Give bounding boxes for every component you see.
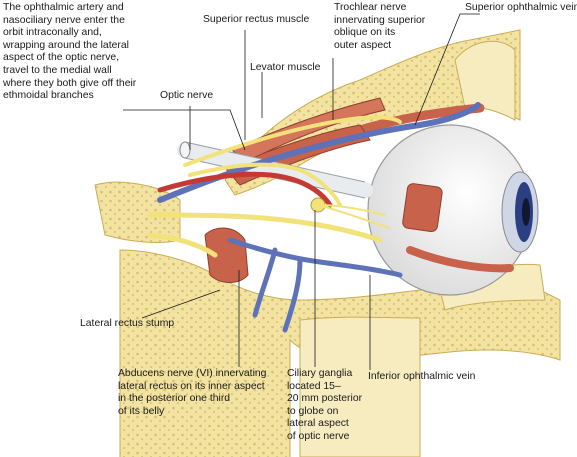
optic-nerve: [177, 142, 373, 198]
label-superior-ophthalmic-vein: Superior ophthalmic vein: [465, 2, 577, 13]
label-lateral-rectus-stump: Lateral rectus stump: [80, 318, 175, 329]
optic-nerve-cut: [179, 141, 191, 159]
levator-muscle: [231, 97, 386, 163]
lateral-rectus-insertion: [402, 183, 443, 233]
label-optic-nerve: Optic nerve: [160, 90, 214, 101]
label-trochlear-note: Trochlear nerve innervating superior obl…: [334, 2, 426, 51]
nasociliary-nerve: [188, 162, 342, 207]
label-abducens-note: Abducens nerve (VI) innervating lateral …: [118, 368, 267, 417]
label-ophthalmic-artery-note: The ophthalmic artery and nasociliary ne…: [3, 2, 137, 102]
label-inferior-ophthalmic-vein: Inferior ophthalmic vein: [368, 371, 476, 382]
maxillary-sinus: [299, 316, 421, 457]
oculomotor-branch: [147, 212, 383, 243]
inferior-oblique-muscle: [406, 246, 514, 273]
ophthalmic-artery: [157, 171, 333, 208]
label-ciliary-ganglia-note: Ciliary ganglia located 15– 20 mm poster…: [287, 368, 363, 442]
label-levator: Levator muscle: [250, 62, 321, 73]
sphenoid-bone: [94, 181, 181, 243]
short-ciliary-nerves: [317, 204, 391, 229]
trochlear-nerve: [183, 115, 402, 167]
leader-superior-ophthalmic-vein: [414, 13, 480, 126]
leader-ophthalmic-artery: [123, 109, 246, 151]
pupil: [522, 198, 530, 226]
label-superior-rectus: Superior rectus muscle: [203, 14, 310, 25]
inferior-ophthalmic-vein: [227, 237, 403, 333]
leader-lateral-rectus: [141, 289, 221, 319]
abducens-nerve: [147, 232, 218, 258]
